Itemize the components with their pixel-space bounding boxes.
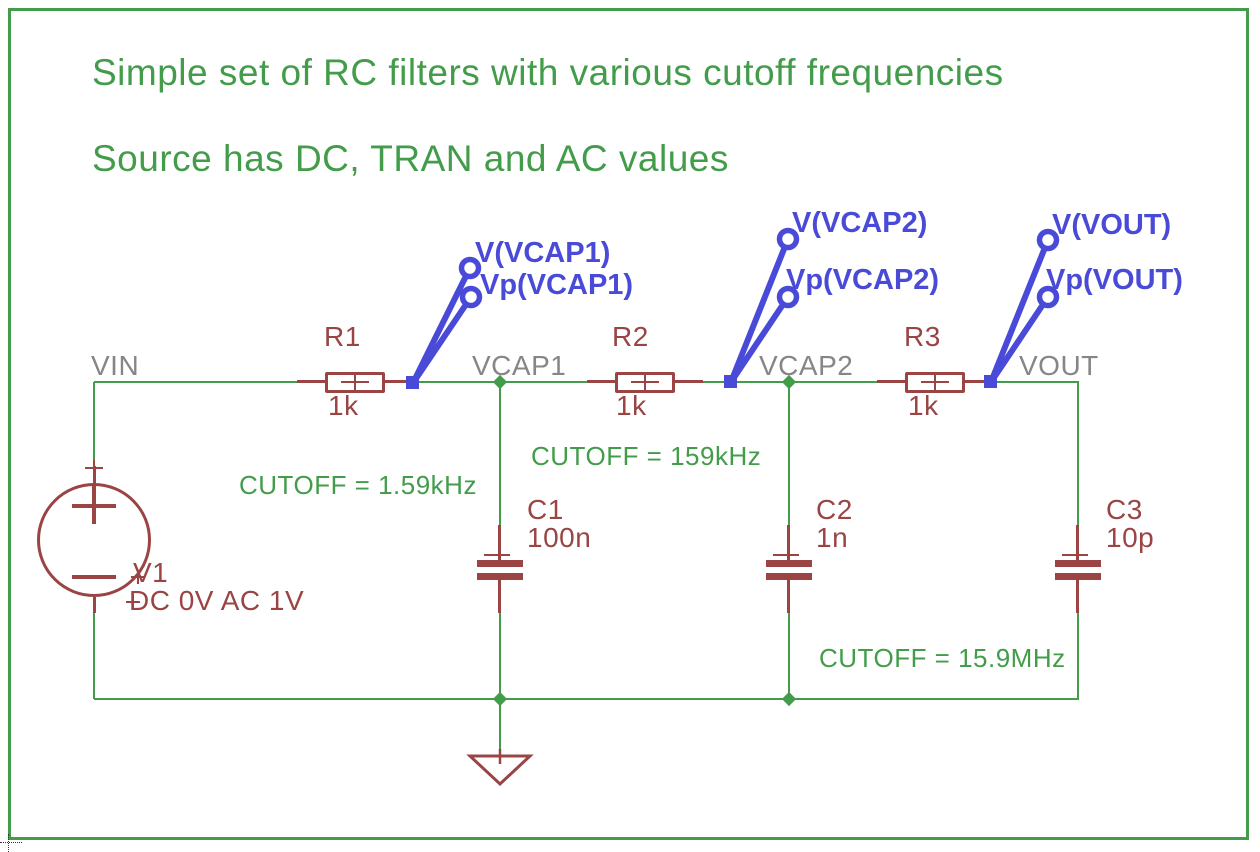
sheet-origin-marker — [8, 834, 9, 852]
r3-anchor-cross-icon — [934, 373, 936, 391]
net-label-vcap1[interactable]: VCAP1 — [472, 350, 567, 381]
r3-value[interactable]: 1k — [908, 390, 939, 421]
c2-ref[interactable]: C2 — [816, 494, 853, 525]
probe-tip-icon[interactable] — [776, 227, 800, 251]
v1-pin-cross-icon — [93, 460, 95, 476]
probe-line[interactable] — [728, 236, 791, 385]
c1-pin-bottom[interactable] — [498, 580, 501, 613]
probe-label-v-vcap2[interactable]: V(VCAP2) — [792, 207, 928, 239]
r2-pin-right[interactable] — [675, 380, 703, 383]
net-label-vout[interactable]: VOUT — [1019, 350, 1099, 381]
v1-pin-bottom[interactable] — [93, 597, 96, 613]
v1-ref-anchor-icon — [137, 570, 139, 584]
probe-label-vp-vout[interactable]: Vp(VOUT) — [1046, 264, 1183, 296]
r2-pin-left[interactable] — [587, 380, 615, 383]
probe-line[interactable] — [988, 237, 1051, 385]
probe-label-vp-vcap2[interactable]: Vp(VCAP2) — [786, 264, 940, 296]
c2-anchor-cross-icon — [773, 554, 799, 556]
annotation-cutoff-r1c1[interactable]: CUTOFF = 1.59kHz — [239, 470, 477, 500]
r1-pin-right[interactable] — [385, 380, 413, 383]
wire-c2-bottom[interactable] — [788, 612, 790, 699]
annotation-cutoff-r2c2[interactable]: CUTOFF = 159kHz — [531, 441, 762, 471]
r2-ref[interactable]: R2 — [612, 321, 649, 352]
wire-c1-bottom[interactable] — [499, 612, 501, 699]
v1-value[interactable]: DC 0V AC 1V — [129, 585, 305, 616]
wire-c3-top[interactable] — [1077, 382, 1079, 525]
wire-v1-bottom[interactable] — [93, 612, 95, 699]
capacitor-c2-symbol[interactable] — [766, 560, 812, 567]
sheet-border — [8, 8, 1249, 840]
capacitor-c1-symbol[interactable] — [477, 560, 523, 567]
probe-line[interactable] — [728, 294, 791, 385]
wire-ground-bus[interactable] — [94, 698, 1079, 700]
probe-label-v-vout[interactable]: V(VOUT) — [1052, 209, 1172, 241]
c1-ref[interactable]: C1 — [527, 494, 564, 525]
probe-tip-icon[interactable] — [459, 285, 483, 309]
net-label-vcap2[interactable]: VCAP2 — [759, 350, 854, 381]
c3-value[interactable]: 10p — [1106, 522, 1155, 553]
c2-pin-top[interactable] — [787, 525, 790, 560]
wire-vin-drop[interactable] — [93, 382, 95, 466]
c3-ref[interactable]: C3 — [1106, 494, 1143, 525]
wire-c1-top[interactable] — [499, 382, 501, 525]
r1-ref[interactable]: R1 — [324, 321, 361, 352]
c3-pin-bottom[interactable] — [1076, 580, 1079, 613]
c1-value[interactable]: 100n — [527, 522, 592, 553]
net-label-vin[interactable]: VIN — [91, 350, 140, 381]
c1-anchor-cross-icon — [484, 554, 510, 556]
title-line2[interactable]: Source has DC, TRAN and AC values — [92, 138, 729, 179]
wire-vin-r1[interactable] — [94, 381, 297, 383]
annotation-cutoff-r3c3[interactable]: CUTOFF = 15.9MHz — [819, 643, 1066, 673]
wire-ground-drop[interactable] — [499, 699, 501, 756]
probe-label-v-vcap1[interactable]: V(VCAP1) — [475, 237, 611, 269]
c3-anchor-cross-icon — [1062, 554, 1088, 556]
r2-value[interactable]: 1k — [616, 390, 647, 421]
r3-pin-left[interactable] — [877, 380, 905, 383]
c1-pin-top[interactable] — [498, 525, 501, 560]
r1-pin-left[interactable] — [297, 380, 325, 383]
v1-value-anchor-icon — [132, 595, 134, 609]
probe-base-dot[interactable] — [406, 376, 419, 389]
r3-pin-right[interactable] — [963, 380, 991, 383]
capacitor-c1-symbol[interactable] — [477, 573, 523, 580]
probe-tip-icon[interactable] — [1036, 285, 1060, 309]
probe-tip-icon[interactable] — [776, 285, 800, 309]
wire-c3-bottom[interactable] — [1077, 612, 1079, 699]
v1-minus-icon — [72, 575, 116, 579]
probe-tip-icon[interactable] — [458, 256, 482, 280]
probe-line[interactable] — [988, 294, 1051, 385]
title-line1[interactable]: Simple set of RC filters with various cu… — [92, 52, 1004, 93]
capacitor-c3-symbol[interactable] — [1055, 560, 1101, 567]
capacitor-c2-symbol[interactable] — [766, 573, 812, 580]
sheet-origin-marker — [0, 842, 22, 843]
r1-value[interactable]: 1k — [328, 390, 359, 421]
capacitor-c3-symbol[interactable] — [1055, 573, 1101, 580]
wire-c2-top[interactable] — [788, 382, 790, 525]
v1-plus-icon — [92, 484, 96, 524]
r2-anchor-cross-icon — [644, 373, 646, 391]
c2-value[interactable]: 1n — [816, 522, 849, 553]
probe-tip-icon[interactable] — [1036, 228, 1060, 252]
c3-pin-top[interactable] — [1076, 525, 1079, 560]
v1-ref[interactable]: V1 — [133, 557, 169, 588]
probe-line[interactable] — [410, 294, 474, 386]
r1-anchor-cross-icon — [354, 373, 356, 391]
c2-pin-bottom[interactable] — [787, 580, 790, 613]
probe-label-vp-vcap1[interactable]: Vp(VCAP1) — [480, 269, 634, 301]
r3-ref[interactable]: R3 — [904, 321, 941, 352]
probe-base-dot[interactable] — [724, 375, 737, 388]
probe-base-dot[interactable] — [984, 375, 997, 388]
wire-vout[interactable] — [991, 381, 1079, 383]
